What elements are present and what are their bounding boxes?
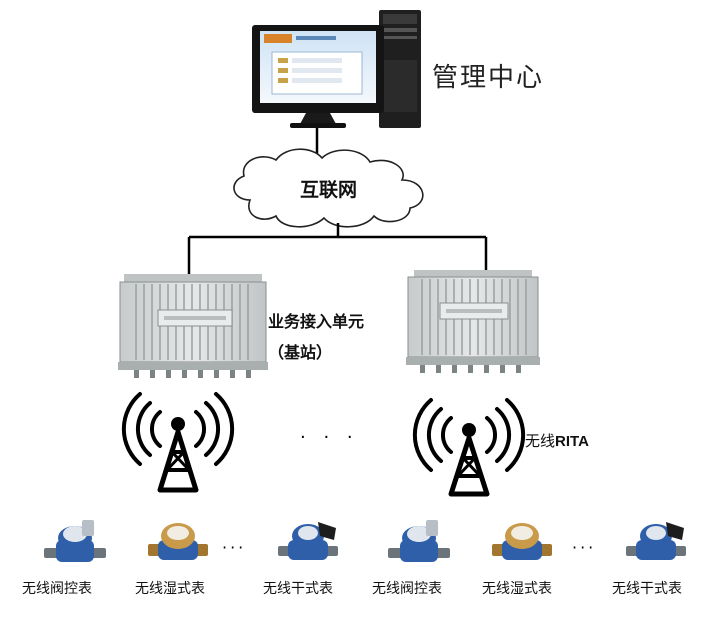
wet-meter-icon xyxy=(492,523,552,560)
valve-meter-icon xyxy=(44,520,106,562)
cloud-icon xyxy=(233,148,424,228)
access-unit-device xyxy=(406,270,540,373)
valve-meter-icon xyxy=(388,520,450,562)
meter-label: 无线湿式表 xyxy=(482,581,552,597)
management-center-label: 管理中心 xyxy=(432,63,545,93)
antenna-tower-icon xyxy=(121,392,235,493)
computer-icon xyxy=(252,10,421,128)
dry-meter-icon xyxy=(626,522,686,560)
access-unit-label: 业务接入单元 xyxy=(268,312,365,331)
wireless-protocol-name: RITA xyxy=(555,433,589,450)
access-unit-device xyxy=(118,274,268,378)
meter-label: 无线湿式表 xyxy=(135,581,205,597)
dry-meter-icon xyxy=(278,522,338,560)
ellipsis-meters-right: ··· xyxy=(572,538,597,557)
meter-label: 无线干式表 xyxy=(263,581,333,597)
base-station-label: （基站） xyxy=(268,343,333,362)
ellipsis-towers: · · · xyxy=(300,427,359,448)
ellipsis-meters-left: ··· xyxy=(222,538,247,557)
wireless-prefix: 无线 xyxy=(525,432,556,450)
meter-label: 无线干式表 xyxy=(612,581,682,597)
wireless-protocol-label: 无线RITA xyxy=(525,430,589,451)
meter-label: 无线阀控表 xyxy=(22,581,92,597)
internet-label: 互联网 xyxy=(300,179,358,201)
wet-meter-icon xyxy=(148,523,208,560)
antenna-tower-icon xyxy=(412,398,526,497)
meter-label: 无线阀控表 xyxy=(372,581,442,597)
